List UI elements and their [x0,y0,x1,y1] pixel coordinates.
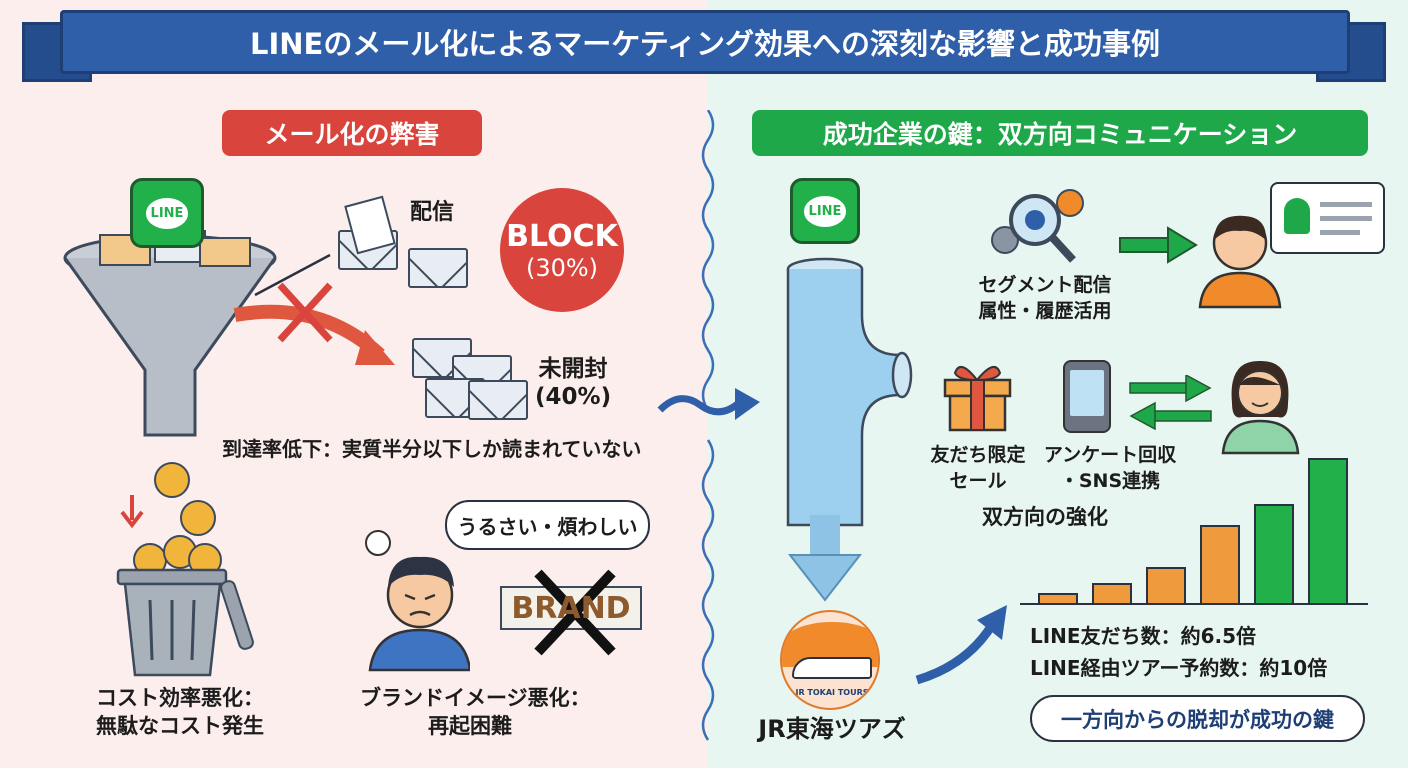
title-banner: LINEのメール化によるマーケティング効果への深刻な影響と成功事例 [60,10,1350,74]
wavy-divider [701,110,715,741]
survey-line1: アンケート回収 [1043,444,1177,466]
unopened-percent: (40%) [535,384,612,410]
jr-tokai-tours-logo: JR TOKAI TOURS [780,610,880,710]
chart-bar [1254,504,1294,603]
cost-line1: コスト効率悪化： [96,686,264,710]
chart-bar [1146,566,1186,603]
line-app-icon: LINE [130,178,204,248]
gift-line1: 友だち限定 [930,444,1026,466]
line-icon-label: LINE [803,195,847,227]
block-percent: (30%) [525,253,599,282]
trash-coins-icon [116,462,254,677]
brand-sign: BRAND [511,590,631,626]
unopened-text: 未開封 [538,356,608,382]
logo-text: JR TOKAI TOURS [795,688,869,697]
segment-line2: 属性・履歴活用 [978,300,1112,322]
survey-label: アンケート回収・SNS連携 [1030,442,1190,494]
brand-sign-board [500,586,642,630]
pipe-icon [786,257,913,602]
brand-line2: 再起困難 [428,714,512,738]
stat-bookings: LINE経由ツアー予約数：約10倍 [1030,656,1328,680]
profile-card-bubble [1270,182,1385,254]
brand-label: ブランドイメージ悪化： 再起困難 [360,684,591,740]
unopened-label: 未開封(40%) [535,355,611,411]
envelope-icon [468,380,528,420]
left-header: メール化の弊害 [222,110,482,156]
green-arrow-icon [1119,226,1198,264]
chart-bar [1200,524,1240,603]
chart-bar [1092,582,1132,603]
segment-label: セグメント配信属性・履歴活用 [960,272,1130,324]
line-app-icon: LINE [790,178,860,244]
survey-line2: ・SNS連携 [1059,470,1161,492]
cost-line2: 無駄なコスト発生 [96,714,264,738]
brand-line1: ブランドイメージ悪化： [360,686,591,710]
delivery-label: 配信 [410,200,455,225]
gear-magnifier-icon [991,189,1084,263]
red-arrow-blocked-icon [233,282,395,365]
segment-line1: セグメント配信 [978,274,1112,296]
block-badge: BLOCK (30%) [500,188,624,312]
gift-icon [943,365,1012,432]
stat-friends: LINE友だち数：約6.5倍 [1030,624,1257,648]
block-label: BLOCK [506,218,618,254]
line-icon-label: LINE [145,197,189,229]
growth-bar-chart [1020,455,1368,605]
speech-bubble: うるさい・煩わしい [445,500,650,550]
reach-text: 到達率低下：実質半分以下しか読まれていない [222,437,642,461]
bidirectional-arrows-icon [1129,375,1212,430]
cross-icon [534,569,616,656]
chart-bar [1308,458,1348,603]
key-message-bubble: 一方向からの脱却が成功の鍵 [1030,695,1365,742]
angry-person-icon [365,530,470,672]
gift-line2: セール [949,470,1007,492]
envelope-icon [408,248,468,288]
company-name: JR東海ツアズ [758,715,906,743]
gift-label: 友だち限定セール [918,442,1038,494]
chart-bar [1038,592,1078,603]
delivery-line [254,253,331,297]
transition-arrow-icon [657,388,760,420]
customer-person-icon [1198,215,1282,309]
bidirectional-label: 双方向の強化 [982,505,1108,529]
cost-label: コスト効率悪化： 無駄なコスト発生 [70,684,290,740]
staff-woman-icon [1221,360,1300,455]
right-header: 成功企業の鍵：双方向コミュニケーション [752,110,1368,156]
smartphone-icon [1063,360,1111,433]
stats-block: LINE友だち数：約6.5倍 LINE経由ツアー予約数：約10倍 [1030,620,1327,684]
growth-arrow-icon [915,605,1007,685]
